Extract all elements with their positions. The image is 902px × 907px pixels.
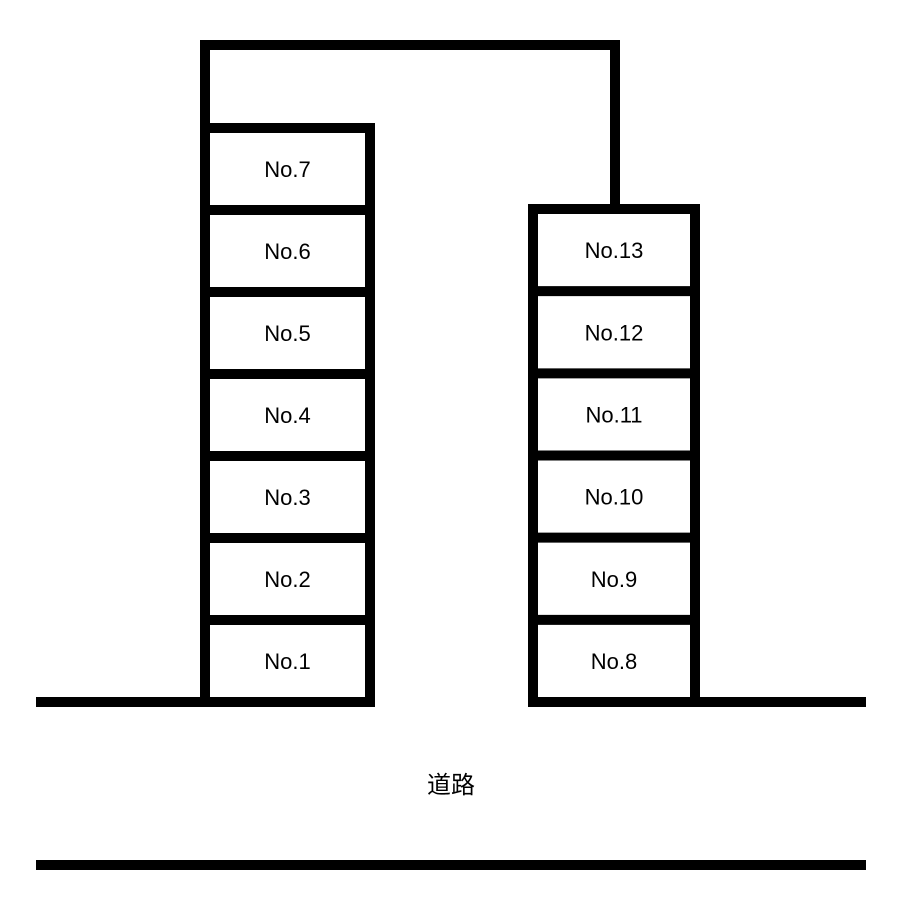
parking-space-label: No.8 bbox=[591, 649, 637, 674]
parking-space-label: No.7 bbox=[264, 157, 310, 182]
parking-space-label: No.12 bbox=[585, 320, 644, 345]
parking-space-label: No.2 bbox=[264, 567, 310, 592]
parking-space-label: No.1 bbox=[264, 649, 310, 674]
parking-space-label: No.3 bbox=[264, 485, 310, 510]
parking-space-label: No.9 bbox=[591, 567, 637, 592]
parking-space-label: No.6 bbox=[264, 239, 310, 264]
parking-space-label: No.10 bbox=[585, 485, 644, 510]
road-label: 道路 bbox=[427, 771, 475, 799]
diagram-labels: No.1 No.2 No.3 No.4 No.5 No.6 No.7No.8 No.9 No.1… bbox=[264, 157, 643, 674]
parking-space-label: No.4 bbox=[264, 403, 310, 428]
parking-space-label: No.11 bbox=[585, 402, 642, 427]
diagram-lines bbox=[36, 40, 866, 870]
parking-space-label: No.5 bbox=[264, 321, 310, 346]
parking-space-label: No.13 bbox=[585, 238, 644, 263]
